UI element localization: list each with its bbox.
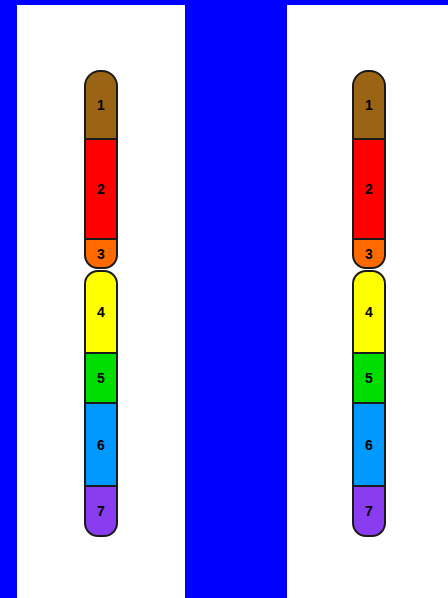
right-panel [287, 5, 448, 598]
chromosome-band: 1 [352, 70, 386, 140]
chromosome-band: 2 [84, 138, 118, 240]
band-number: 4 [365, 305, 373, 319]
chromosome-band: 7 [352, 485, 386, 537]
chromosome-band: 5 [352, 352, 386, 404]
band-number: 4 [97, 305, 105, 319]
chromosome-band: 1 [84, 70, 118, 140]
chromosome-band: 5 [84, 352, 118, 404]
band-number: 2 [97, 182, 105, 196]
chromosome-band: 4 [84, 270, 118, 354]
band-number: 5 [97, 371, 105, 385]
band-number: 1 [97, 98, 105, 112]
chromosome-band: 4 [352, 270, 386, 354]
band-number: 6 [365, 438, 373, 452]
chromosome-band: 2 [352, 138, 386, 240]
band-number: 3 [365, 247, 373, 261]
band-number: 3 [97, 247, 105, 261]
band-number: 6 [97, 438, 105, 452]
chromosome-band: 3 [352, 238, 386, 269]
chromosome-band: 6 [352, 402, 386, 487]
band-number: 7 [97, 504, 105, 518]
chromosome-band: 7 [84, 485, 118, 537]
band-number: 5 [365, 371, 373, 385]
band-number: 7 [365, 504, 373, 518]
chromosome-band: 3 [84, 238, 118, 269]
left-panel [17, 5, 185, 598]
band-number: 1 [365, 98, 373, 112]
chromosome-band: 6 [84, 402, 118, 487]
band-number: 2 [365, 182, 373, 196]
